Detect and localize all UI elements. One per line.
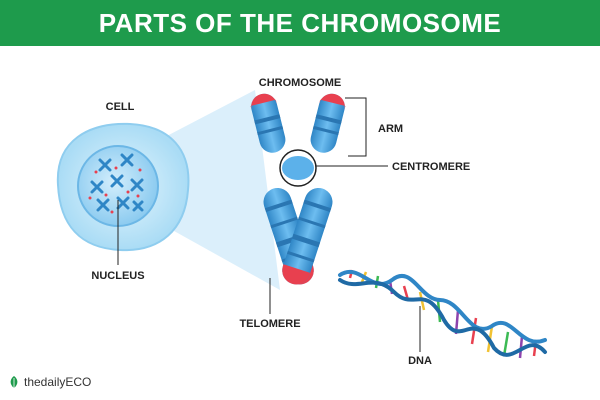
label-cell: CELL	[106, 101, 135, 113]
chromosome-diagram: CELL NUCLEUS CHROMOSOME ARM CENTROMERE T…	[56, 77, 547, 367]
page-title: PARTS OF THE CHROMOSOME	[98, 7, 502, 38]
label-telomere: TELOMERE	[239, 318, 300, 330]
label-nucleus: NUCLEUS	[91, 270, 144, 282]
label-arm: ARM	[378, 123, 403, 135]
title-banner: PARTS OF THE CHROMOSOME	[0, 0, 600, 46]
dna-helix	[338, 269, 547, 359]
dna-strand-2	[338, 278, 547, 357]
label-dna: DNA	[408, 355, 432, 367]
brand-logo: thedailyECO	[8, 375, 91, 389]
nucleus-chromosomes-icon	[90, 153, 144, 212]
zoom-cone	[140, 90, 280, 290]
chromosome-illustration	[250, 93, 346, 285]
nucleus-dots	[88, 166, 142, 214]
centromere-ring	[279, 149, 317, 187]
cell-illustration	[56, 122, 190, 265]
label-centromere: CENTROMERE	[392, 161, 470, 173]
arm-bracket	[345, 97, 367, 157]
label-chromosome: CHROMOSOME	[259, 77, 342, 89]
brand-name: thedailyECO	[24, 375, 92, 389]
centromere-core	[282, 156, 314, 180]
leaf-icon	[10, 376, 18, 388]
